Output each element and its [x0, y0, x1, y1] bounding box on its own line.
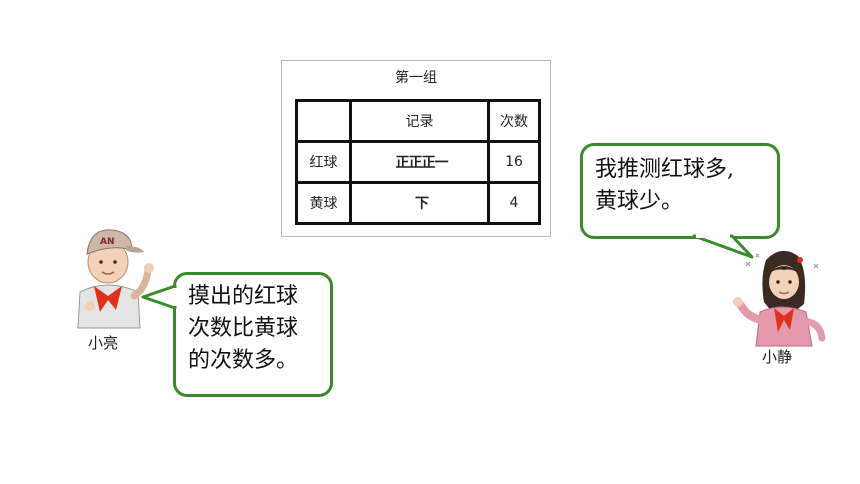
row-label-red: 红球 — [295, 140, 352, 184]
table-row: 黄球 下 4 — [295, 181, 541, 225]
tally-red: 正正正一 — [349, 140, 490, 184]
bubble-tail-left — [141, 284, 179, 310]
tally-table: 记录 次数 红球 正正正一 16 黄球 下 4 — [295, 99, 541, 225]
header-cell-count: 次数 — [487, 99, 541, 143]
bubble-line: 摸出的红球 — [188, 284, 299, 309]
table-header-row: 记录 次数 — [295, 99, 541, 143]
count-yellow: 4 — [487, 181, 541, 225]
girl-name: 小静 — [762, 348, 793, 366]
boy-name: 小亮 — [88, 334, 119, 352]
bubble-tail-right — [692, 233, 754, 259]
tally-yellow: 下 — [349, 181, 490, 225]
cap-text: AN — [100, 237, 115, 247]
row-label-yellow: 黄球 — [295, 181, 352, 225]
bubble-line: 次数比黄球 — [188, 316, 299, 341]
bubble-line: 的次数多。 — [188, 348, 299, 373]
card-title: 第一组 — [395, 70, 437, 86]
header-cell-empty — [295, 99, 352, 143]
count-red: 16 — [487, 140, 541, 184]
header-cell-record: 记录 — [349, 99, 490, 143]
speech-bubble-xiaoliang: 摸出的红球 次数比黄球 的次数多。 — [173, 272, 333, 397]
boy-illustration: AN — [77, 229, 154, 329]
speech-bubble-xiaojing: 我推测红球多, 黄球少。 — [580, 143, 780, 239]
bubble-line: 我推测红球多, — [595, 157, 734, 182]
bubble-line: 黄球少。 — [595, 189, 684, 214]
record-card: 第一组 记录 次数 红球 正正正一 16 黄球 下 4 — [281, 60, 551, 237]
girl-illustration — [733, 250, 826, 347]
table-row: 红球 正正正一 16 — [295, 140, 541, 184]
